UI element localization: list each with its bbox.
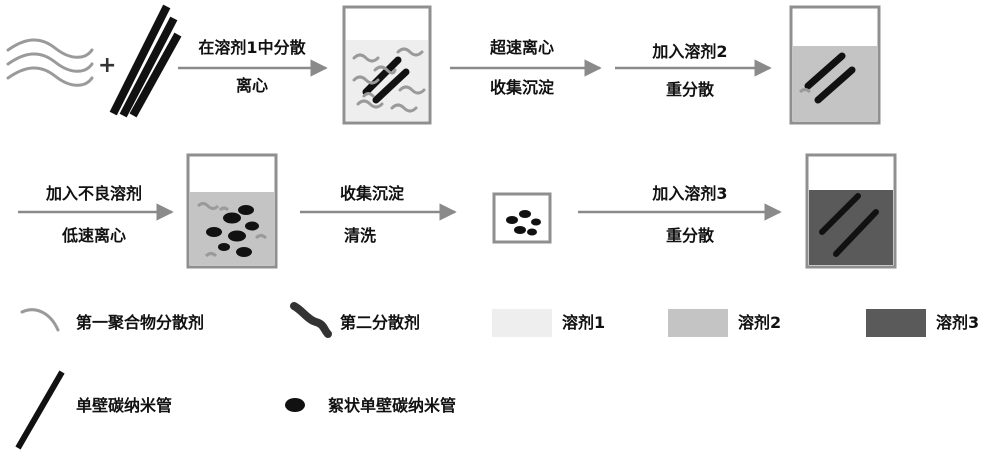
step5-top-label: 收集沉淀 [340, 184, 404, 204]
legend-swcnt-label: 单壁碳纳米管 [76, 396, 172, 416]
legend-first-polymer-swatch [22, 310, 58, 330]
step1-bottom-label: 离心 [236, 76, 268, 96]
legend-flocculent-label: 絮状单壁碳纳米管 [328, 396, 456, 416]
legend-second-dispersant-label: 第二分散剂 [340, 313, 420, 333]
step6-top-label: 加入溶剂3 [652, 184, 727, 204]
legend-solvent2-swatch [668, 309, 728, 337]
legend-second-dispersant-swatch [294, 306, 328, 334]
legend-solvent3-label: 溶剂3 [936, 313, 979, 333]
swcnt-bundle [115, 10, 176, 112]
polymer-dispersant-strands [8, 40, 92, 85]
legend-solvent2-label: 溶剂2 [738, 313, 781, 333]
legend-solvent3-swatch [866, 309, 926, 337]
legend-solvent1-label: 溶剂1 [562, 313, 605, 333]
legend-swcnt-swatch [18, 372, 62, 448]
step2-top-label: 超速离心 [490, 38, 554, 58]
step3-bottom-label: 重分散 [666, 80, 714, 100]
step5-bottom-label: 清洗 [344, 226, 376, 246]
step1-top-label: 在溶剂1中分散 [198, 38, 305, 58]
step2-bottom-label: 收集沉淀 [490, 78, 554, 98]
collected-precipitate-box [494, 194, 550, 242]
step4-bottom-label: 低速离心 [62, 226, 126, 246]
legend-first-polymer-label: 第一聚合物分散剂 [76, 313, 204, 333]
step3-top-label: 加入溶剂2 [652, 42, 727, 62]
legend-solvent1-swatch [492, 309, 552, 337]
legend-flocculent-swatch [285, 398, 305, 412]
step6-bottom-label: 重分散 [666, 226, 714, 246]
step4-top-label: 加入不良溶剂 [46, 184, 142, 204]
plus-sign: + [98, 56, 116, 76]
